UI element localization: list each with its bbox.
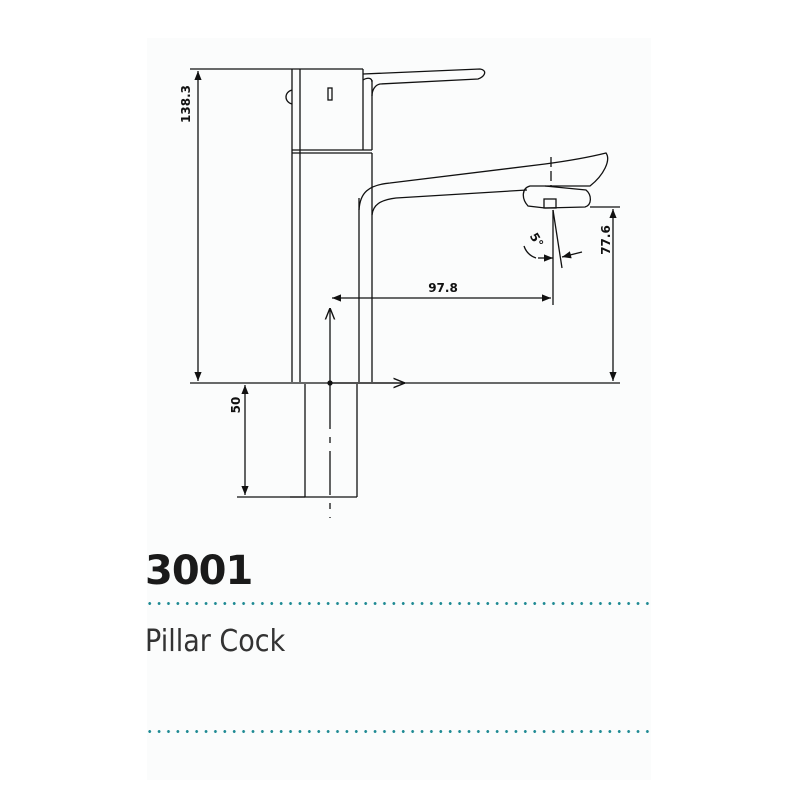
spout-height-label: 77.6 [599, 225, 613, 255]
model-number: 3001 [145, 548, 253, 594]
angle-dimension [523, 209, 583, 269]
tail-length-label: 50 [229, 397, 243, 414]
lever-handle [362, 68, 486, 97]
spout [358, 152, 609, 216]
centre-axis [190, 308, 405, 385]
angle-label: 5° [527, 230, 546, 249]
product-name: Pillar Cock [145, 624, 286, 659]
total-height-label: 138.3 [179, 85, 193, 123]
tap-body [285, 68, 373, 382]
tail-pipe [290, 384, 358, 518]
tail-dimension [237, 385, 305, 498]
reach-label: 97.8 [428, 281, 458, 295]
height-dimension [190, 68, 292, 381]
divider-top [145, 602, 653, 605]
drawing-panel [147, 38, 651, 780]
spout-height-dimension [400, 206, 620, 384]
divider-bottom [145, 730, 653, 733]
